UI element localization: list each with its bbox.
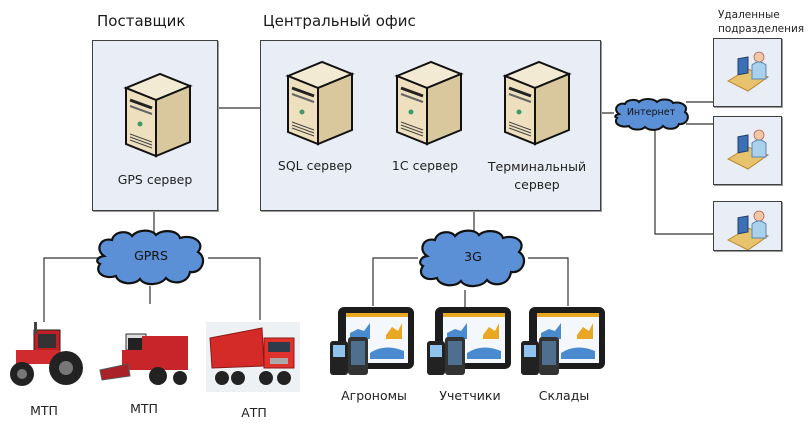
dump-truck-icon [206,322,300,392]
link-gprs-truck [208,257,261,320]
agronomists-devices-icon [330,305,416,377]
accountants-label: Учетчики [439,388,501,403]
cloud-icon [419,229,526,288]
gprs-cloud: GPRS [92,228,210,288]
internet-label: Интернет [626,107,676,118]
internet-cloud: Интернет [611,98,691,131]
agronomists-label: Агрономы [341,388,407,403]
remote-offices-title: Удаленные подразделения [718,8,804,36]
gps-server-label: GPS сервер [117,172,193,187]
cloud-icon [614,98,689,131]
combine-harvester-icon [98,330,194,388]
gps-server-icon [118,70,194,158]
cloud-icon [96,229,205,286]
3g-cloud: 3G [415,228,531,290]
accountants-devices-icon [427,305,513,377]
terminal-server-label-line1: Терминальный [487,159,587,174]
tractor-label: МТП [30,403,58,418]
warehouses-label: Склады [538,388,590,403]
terminal-server-icon [497,58,573,146]
terminal-server-label-line2: сервер [514,177,560,192]
sql-server-icon [280,58,356,146]
tractor-icon [4,322,86,390]
link-3g-warehouses [528,257,569,306]
sql-server-label: SQL сервер [277,158,353,173]
remote-office-3 [713,201,782,251]
terminal-server-label: Терминальный сервер [478,158,596,194]
remote-office-2 [713,116,782,185]
gprs-label: GPRS [134,248,168,263]
workstation-user-icon [726,210,770,251]
warehouses-devices-icon [521,305,607,377]
link-gprs-tractor [43,257,100,322]
remote-office-1 [713,38,782,107]
central-office-title: Центральный офис [263,12,416,30]
remote-offices-title-line1: Удаленные [718,9,780,21]
remote-offices-title-line2: подразделения [718,23,805,35]
link-internet-remote3 [654,129,713,235]
supplier-title: Поставщик [97,12,186,30]
combine-harvester-label: МТП [130,401,158,416]
3g-label: 3G [464,249,482,264]
link-3g-agronomists [372,257,418,306]
dump-truck-label: АТП [241,405,267,420]
workstation-user-icon [726,51,770,92]
workstation-user-icon [726,129,770,170]
1c-server-icon [389,58,465,146]
1c-server-label: 1С сервер [391,158,459,173]
